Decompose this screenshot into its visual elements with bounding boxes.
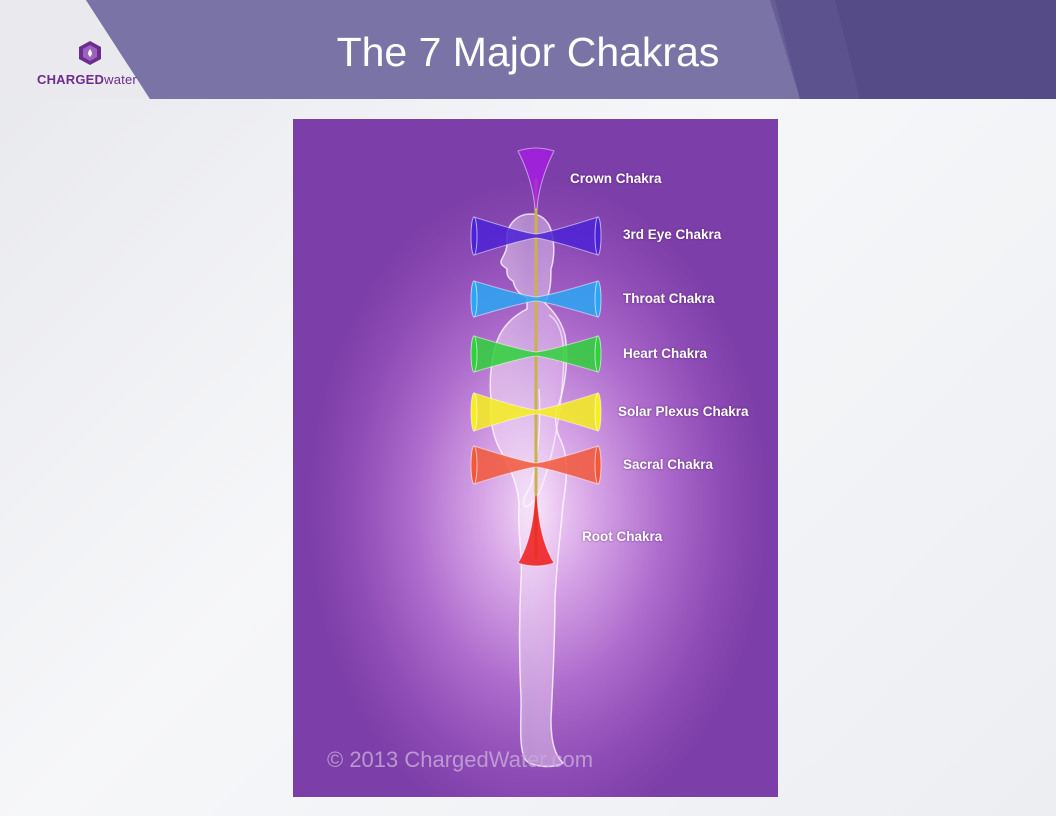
chakra-label-solar-plexus: Solar Plexus Chakra: [618, 404, 749, 419]
chakra-vortex-cap-solar-plexus: [594, 392, 602, 432]
chakra-vortex-cap-throat: [470, 280, 478, 318]
chakra-label-sacral: Sacral Chakra: [623, 457, 714, 472]
chakra-label-crown: Crown Chakra: [570, 171, 662, 186]
charged-water-logo: CHARGEDwater: [30, 40, 150, 90]
chakra-vortex-cap-sacral: [594, 445, 602, 485]
chakra-label-third-eye: 3rd Eye Chakra: [623, 227, 722, 242]
logo-diamond-icon: [79, 41, 101, 65]
header-background: [0, 0, 1056, 99]
chakra-vortex-root: [517, 494, 555, 567]
chakra-label-heart: Heart Chakra: [623, 346, 708, 361]
page-title: The 7 Major Chakras: [336, 29, 720, 75]
body-illustration: [470, 147, 602, 768]
chakra-vortex-cap-sacral: [470, 445, 478, 485]
chakra-vortex-cap-third-eye: [470, 216, 478, 256]
chakra-vortex-cap-solar-plexus: [470, 392, 478, 432]
logo-text-charged: CHARGED: [37, 72, 105, 87]
copyright-watermark: © 2013 ChargedWater.com: [327, 747, 594, 772]
logo-text-water: water: [104, 72, 137, 87]
chakra-vortex-crown: [517, 147, 555, 210]
chakra-vortex-cap-throat: [594, 280, 602, 318]
chakra-label-throat: Throat Chakra: [623, 291, 715, 306]
chakra-vortex-cap-heart: [594, 335, 602, 373]
chakra-vortex-cap-third-eye: [594, 216, 602, 256]
chakra-diagram: Crown Chakra 3rd Eye Chakra Throat Chakr…: [293, 119, 778, 797]
logo-text: CHARGEDwater: [37, 72, 137, 87]
header-banner: CHARGEDwater The 7 Major Chakras: [0, 0, 1056, 99]
chakra-vortex-cap-heart: [470, 335, 478, 373]
chakra-label-root: Root Chakra: [582, 529, 663, 544]
